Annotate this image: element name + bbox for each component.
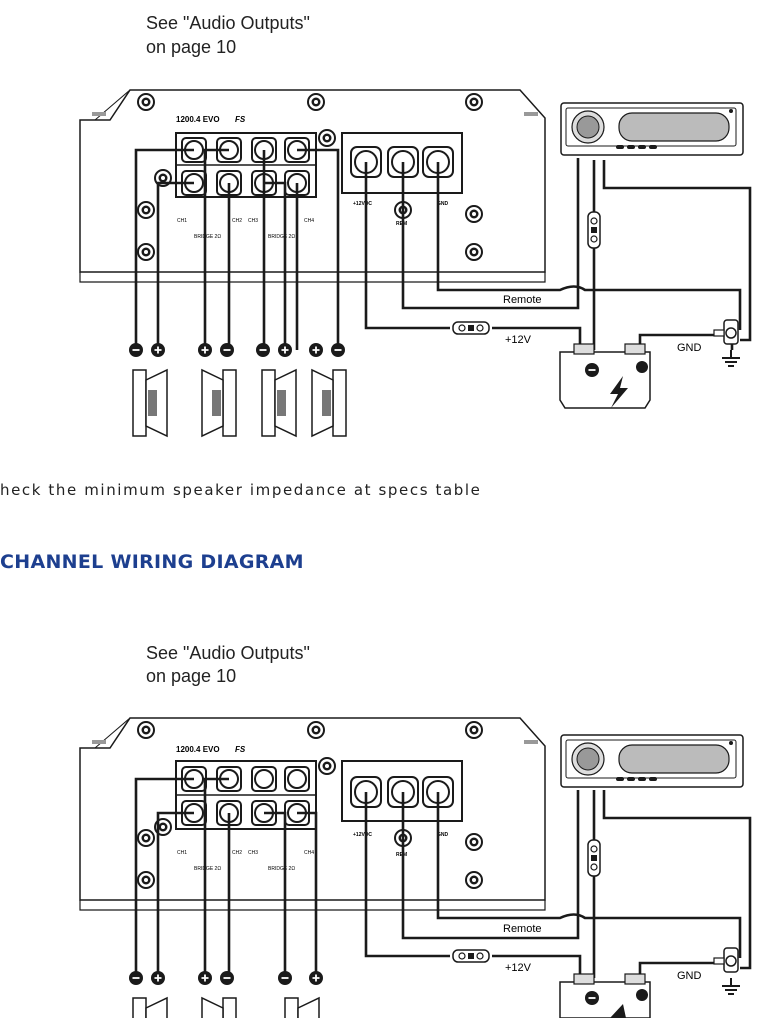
fuse-icon-3 <box>587 839 601 877</box>
audio-outputs-note-line1-b: See "Audio Outputs" <box>146 643 310 663</box>
power-wires-2 <box>364 790 752 978</box>
bridge-label-2b: BRIDGE 2Ω <box>268 866 295 872</box>
terminal-rem-2: REM <box>396 852 407 858</box>
bridge-label-2: BRIDGE 2Ω <box>268 234 295 240</box>
speakers-2 <box>132 997 320 1018</box>
fuse-icon <box>587 211 601 249</box>
ch2-label: CH2 <box>232 218 242 224</box>
ch3-label: CH3 <box>248 218 258 224</box>
power-label: +12V <box>505 334 532 346</box>
battery-2 <box>559 973 651 1018</box>
audio-outputs-note-line2: on page 10 <box>146 37 237 57</box>
ground-connector-1 <box>713 319 741 367</box>
gnd-label: GND <box>677 342 702 354</box>
impedance-note: heck the minimum speaker impedance at sp… <box>0 481 482 499</box>
speaker-icon <box>201 369 237 437</box>
lightning-icon <box>610 376 628 408</box>
polarity-marks-2 <box>128 970 324 986</box>
amplifier-2: 1200.4 EVO FS +12VDC GND REM CH1 CH2 CH3… <box>79 717 546 911</box>
speaker-icon <box>132 369 168 437</box>
battery-1 <box>559 343 651 409</box>
amp-model: 1200.4 EVO <box>176 115 220 124</box>
speaker-icon <box>261 369 297 437</box>
terminal-rem: REM <box>396 221 407 227</box>
speaker-wires-2 <box>134 777 318 978</box>
gnd-label-2: GND <box>677 970 702 982</box>
fuse-icon-2 <box>452 949 490 963</box>
amplifier-1: 1200.4 EVO FS +12VDC GND REM CH1 CH2 CH3… <box>79 89 546 283</box>
speakers-1 <box>132 369 347 437</box>
power-label-2: +12V <box>505 962 532 974</box>
speaker-icon <box>311 369 347 437</box>
remote-label: Remote <box>503 294 542 306</box>
ch1-label: CH1 <box>177 218 187 224</box>
speaker-wires-1 <box>134 148 340 350</box>
ch4-label: CH4 <box>304 218 314 224</box>
terminal-gnd: GND <box>437 201 449 207</box>
audio-outputs-note-line2-b: on page 10 <box>146 666 237 686</box>
ch2-label-2: CH2 <box>232 850 242 856</box>
head-unit-icon <box>560 102 744 156</box>
amp-model-suffix-2: FS <box>235 745 246 754</box>
head-unit-icon-2 <box>560 734 744 788</box>
polarity-marks-1 <box>128 342 346 358</box>
ground-connector-2 <box>713 947 741 995</box>
terminal-gnd-2: GND <box>437 832 449 838</box>
amp-vent <box>92 112 106 116</box>
power-wires-1 <box>364 158 752 350</box>
bridge-label-2a: BRIDGE 2Ω <box>194 866 221 872</box>
ch1-label-2: CH1 <box>177 850 187 856</box>
bridge-label-1: BRIDGE 2Ω <box>194 234 221 240</box>
fuse-icon <box>452 321 490 335</box>
remote-label-2: Remote <box>503 923 542 935</box>
audio-outputs-note-line1: See "Audio Outputs" <box>146 13 310 33</box>
ch4-label-2: CH4 <box>304 850 314 856</box>
amp-model-suffix: FS <box>235 115 246 124</box>
terminal-12vdc: +12VDC <box>353 201 372 207</box>
amp-model-2: 1200.4 EVO <box>176 745 220 754</box>
screw-icon <box>137 93 155 111</box>
terminal-12vdc-2: +12VDC <box>353 832 372 838</box>
section-title: CHANNEL WIRING DIAGRAM <box>0 551 304 573</box>
ground-icon <box>721 349 741 367</box>
ch3-label-2: CH3 <box>248 850 258 856</box>
